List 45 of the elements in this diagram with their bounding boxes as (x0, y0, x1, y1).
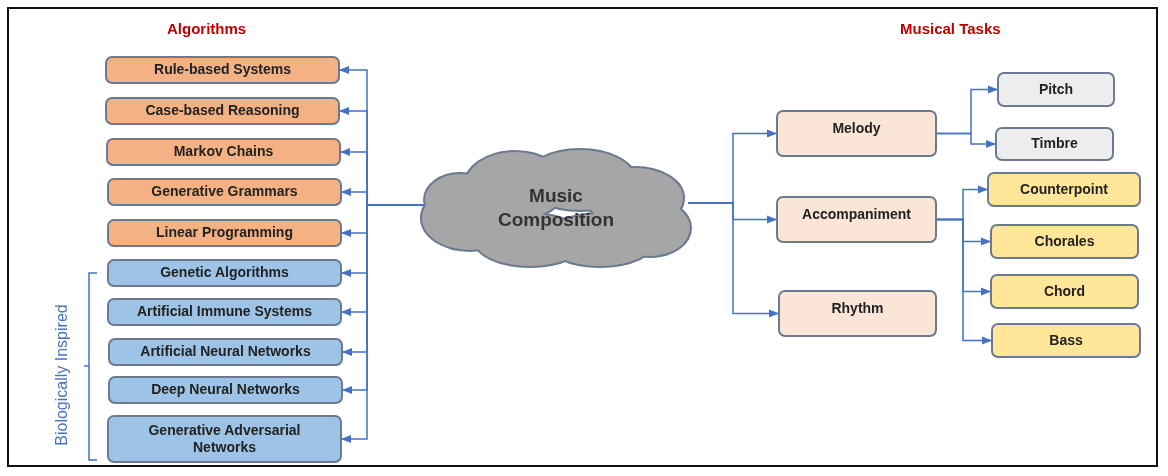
node-label: Artificial Immune Systems (136, 303, 313, 321)
node-label: Markov Chains (173, 143, 274, 161)
node-label: Chord (1043, 282, 1086, 301)
task-box (990, 224, 1139, 259)
node-label: Rhythm (831, 300, 884, 318)
task-box (778, 290, 937, 337)
arrow (936, 218, 993, 345)
node-label: Genetic Algorithms (160, 264, 289, 282)
task-box (991, 323, 1141, 358)
task-box (995, 127, 1114, 161)
node-label: Accompaniment (802, 206, 911, 224)
node-label: Pitch (1038, 80, 1074, 99)
task-box (990, 274, 1139, 309)
node-label: Rule-based Systems (154, 61, 291, 79)
node-label: Generative Grammars (151, 183, 298, 201)
node-label: Generative Adversarial Networks (147, 421, 302, 457)
task-box (776, 110, 937, 157)
node-label: Linear Programming (156, 224, 293, 242)
node-label: Music Composition (496, 184, 616, 232)
section-heading: Musical Tasks (900, 20, 1001, 37)
group-label: Biologically Inspired (53, 303, 71, 448)
algorithm-box (105, 97, 340, 125)
algorithm-box (106, 138, 341, 166)
node-label: Chorales (1034, 232, 1095, 251)
algorithm-box (107, 298, 342, 326)
task-box (776, 196, 937, 243)
node-label: Deep Neural Networks (151, 381, 300, 399)
algorithm-box (108, 338, 343, 366)
task-box (997, 72, 1115, 107)
node-label: Melody (832, 120, 881, 138)
node-label: Artificial Neural Networks (140, 343, 311, 361)
algorithm-box (107, 415, 342, 463)
algorithm-box (107, 178, 342, 206)
algorithm-box (108, 376, 343, 404)
node-label: Timbre (1031, 135, 1078, 153)
arrow (936, 132, 997, 149)
algorithm-box (107, 219, 342, 247)
node-label: Case-based Reasoning (145, 102, 300, 120)
section-heading: Algorithms (167, 20, 247, 37)
algorithm-box (105, 56, 340, 84)
node-label: Counterpoint (1020, 180, 1108, 199)
arrow (687, 202, 780, 318)
algorithm-box (107, 259, 342, 287)
node-label: Bass (1049, 331, 1083, 350)
task-box (987, 172, 1141, 207)
